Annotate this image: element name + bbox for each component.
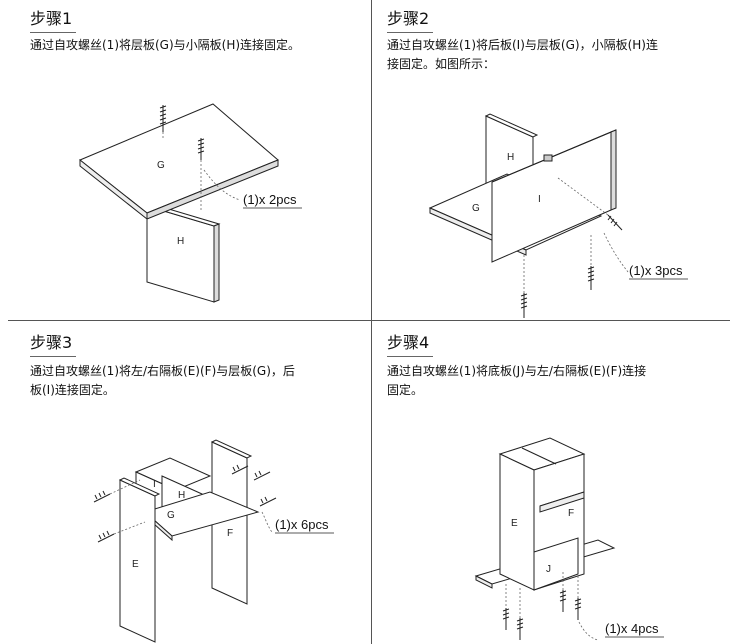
- part-label-g: G: [167, 510, 175, 521]
- screw-icon: [502, 608, 510, 630]
- vertical-divider: [371, 0, 372, 644]
- step-3-diagram: I H G F E (1)x 6pcs: [93, 439, 334, 643]
- screw-quantity: (1)x 2pcs: [243, 192, 297, 207]
- screw-icon: [516, 618, 524, 640]
- part-label-e: E: [511, 518, 518, 529]
- step-4-title: 步骤4: [387, 329, 434, 357]
- step-3-instruction-line1: 通过自攻螺丝(1)将左/右隔板(E)(F)与层板(G)，后: [30, 364, 295, 378]
- screw-quantity: (1)x 3pcs: [629, 263, 683, 278]
- screw-icon: [259, 496, 277, 507]
- part-label-i: I: [538, 194, 541, 205]
- screw-icon: [559, 590, 567, 612]
- step-2-title: 步骤2: [387, 5, 434, 33]
- step-4-instruction-line2: 固定。: [387, 383, 424, 397]
- step-2-panel: 步骤2 通过自攻螺丝(1)将后板(I)与层板(G)，小隔板(H)连 接固定。如图…: [372, 0, 734, 318]
- step-2-instruction-line1: 通过自攻螺丝(1)将后板(I)与层板(G)，小隔板(H)连: [387, 38, 658, 52]
- step-4-instruction: 通过自攻螺丝(1)将底板(J)与左/右隔板(E)(F)连接 固定。: [387, 362, 646, 400]
- screw-quantity: (1)x 4pcs: [605, 621, 659, 636]
- step-2-instruction-line2: 接固定。如图所示：: [387, 57, 496, 71]
- screw-icon: [587, 266, 595, 290]
- step-3-title-text: 步骤3: [30, 333, 73, 352]
- screw-quantity: (1)x 6pcs: [275, 517, 329, 532]
- part-label-f: F: [227, 528, 233, 539]
- step-1-diagram: G H (1)x 2pcs: [79, 103, 302, 303]
- part-label-e: E: [132, 559, 139, 570]
- part-label-h: H: [178, 490, 185, 501]
- step-2-title-text: 步骤2: [387, 9, 430, 28]
- part-label-h: H: [177, 236, 184, 247]
- part-label-f: F: [568, 508, 574, 519]
- part-label-g: G: [157, 160, 165, 171]
- part-label-g: G: [472, 203, 480, 214]
- screw-icon: [231, 464, 249, 475]
- step-1-panel: 步骤1 通过自攻螺丝(1)将层板(G)与小隔板(H)连接固定。 G: [0, 0, 362, 318]
- step-3-instruction: 通过自攻螺丝(1)将左/右隔板(E)(F)与层板(G)，后 板(I)连接固定。: [30, 362, 295, 400]
- step-4-instruction-line1: 通过自攻螺丝(1)将底板(J)与左/右隔板(E)(F)连接: [387, 364, 647, 378]
- part-label-i: I: [153, 479, 156, 490]
- part-label-h: H: [507, 152, 514, 163]
- screw-icon: [574, 598, 582, 620]
- screw-icon: [520, 293, 528, 318]
- screw-icon: [253, 470, 271, 481]
- step-3-instruction-line2: 板(I)连接固定。: [30, 383, 115, 397]
- step-1-instruction: 通过自攻螺丝(1)将层板(G)与小隔板(H)连接固定。: [30, 38, 301, 52]
- step-3-title: 步骤3: [30, 329, 77, 357]
- horizontal-divider: [8, 320, 730, 321]
- screw-icon: [159, 105, 167, 132]
- part-label-j: J: [546, 564, 551, 575]
- step-4-title-text: 步骤4: [387, 333, 430, 352]
- step-2-instruction: 通过自攻螺丝(1)将后板(I)与层板(G)，小隔板(H)连 接固定。如图所示：: [387, 36, 658, 74]
- step-4-diagram: E F J (1)x 4pcs: [474, 437, 664, 641]
- step-1-title: 步骤1: [30, 5, 77, 33]
- screw-icon: [607, 214, 623, 231]
- step-4-panel: 步骤4 通过自攻螺丝(1)将底板(J)与左/右隔板(E)(F)连接 固定。: [372, 322, 734, 641]
- step-3-panel: 步骤3 通过自攻螺丝(1)将左/右隔板(E)(F)与层板(G)，后 板(I)连接…: [0, 322, 362, 643]
- step-2-diagram: H G I (1)x 3pcs: [428, 113, 688, 318]
- screw-icon: [97, 530, 115, 543]
- screw-icon: [93, 490, 111, 503]
- step-1-title-text: 步骤1: [30, 9, 73, 28]
- screw-icon: [197, 138, 205, 160]
